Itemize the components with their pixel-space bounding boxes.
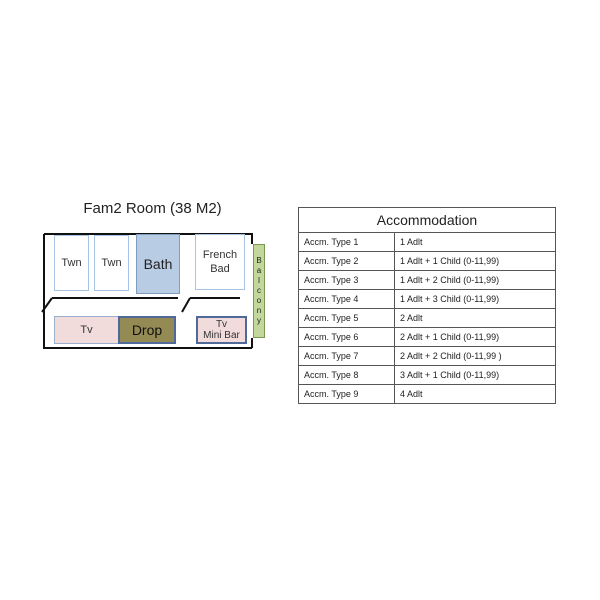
french-bed-label-line2: Bad <box>210 263 230 275</box>
drop-unit: Drop <box>118 316 176 344</box>
occupancy-cell: 2 Adlt <box>394 308 556 328</box>
accommodation-type-cell: Accm. Type 3 <box>298 270 395 290</box>
occupancy-cell: 4 Adlt <box>394 384 556 404</box>
accommodation-type-cell: Accm. Type 4 <box>298 289 395 309</box>
balcony-letter: n <box>256 306 262 315</box>
tv-left-label: Tv <box>80 324 93 336</box>
table-header-row: Accommodation <box>298 207 556 233</box>
occupancy-cell: 2 Adlt + 1 Child (0-11,99) <box>394 327 556 347</box>
mini-bar-label: Mini Bar <box>203 330 240 341</box>
balcony-letter: o <box>256 296 262 305</box>
accommodation-type-cell: Accm. Type 7 <box>298 346 395 366</box>
balcony-letter: l <box>258 276 260 285</box>
occupancy-cell: 1 Adlt + 1 Child (0-11,99) <box>394 251 556 271</box>
bath: Bath <box>136 234 180 294</box>
occupancy-cell: 1 Adlt + 3 Child (0-11,99) <box>394 289 556 309</box>
balcony-letter: c <box>257 286 261 295</box>
tv-minibar-unit: Tv Mini Bar <box>196 316 247 344</box>
accommodation-type-cell: Accm. Type 9 <box>298 384 395 404</box>
table-title: Accommodation <box>298 207 556 233</box>
accommodation-type-cell: Accm. Type 5 <box>298 308 395 328</box>
accommodation-type-cell: Accm. Type 6 <box>298 327 395 347</box>
tv-unit-left: Tv <box>54 316 119 344</box>
french-bed-label-line1: French <box>202 249 238 261</box>
plan-title: Fam2 Room (38 M2) <box>83 200 222 217</box>
twin-bed-2-label: Twn <box>101 257 122 269</box>
partition-right <box>181 297 240 313</box>
twin-bed-2: Twn <box>94 235 129 291</box>
french-bed: French Bad <box>195 234 245 290</box>
twin-bed-1: Twn <box>54 235 89 291</box>
occupancy-cell: 2 Adlt + 2 Child (0-11,99 ) <box>394 346 556 366</box>
occupancy-cell: 1 Adlt + 2 Child (0-11,99) <box>394 270 556 290</box>
accommodation-type-cell: Accm. Type 8 <box>298 365 395 385</box>
bath-label: Bath <box>143 256 173 272</box>
room-outline <box>41 233 253 349</box>
tv-right-label: Tv <box>215 319 228 330</box>
accommodation-type-cell: Accm. Type 1 <box>298 232 395 252</box>
occupancy-cell: 1 Adlt <box>394 232 556 252</box>
balcony-letter: y <box>257 316 261 325</box>
drop-label: Drop <box>131 322 163 338</box>
accommodation-type-cell: Accm. Type 2 <box>298 251 395 271</box>
partition-left <box>41 297 178 313</box>
room-wall <box>43 233 253 349</box>
twin-bed-1-label: Twn <box>61 257 82 269</box>
balcony-letter: a <box>256 266 262 275</box>
occupancy-cell: 3 Adlt + 1 Child (0-11,99) <box>394 365 556 385</box>
balcony-letter: B <box>256 256 262 265</box>
